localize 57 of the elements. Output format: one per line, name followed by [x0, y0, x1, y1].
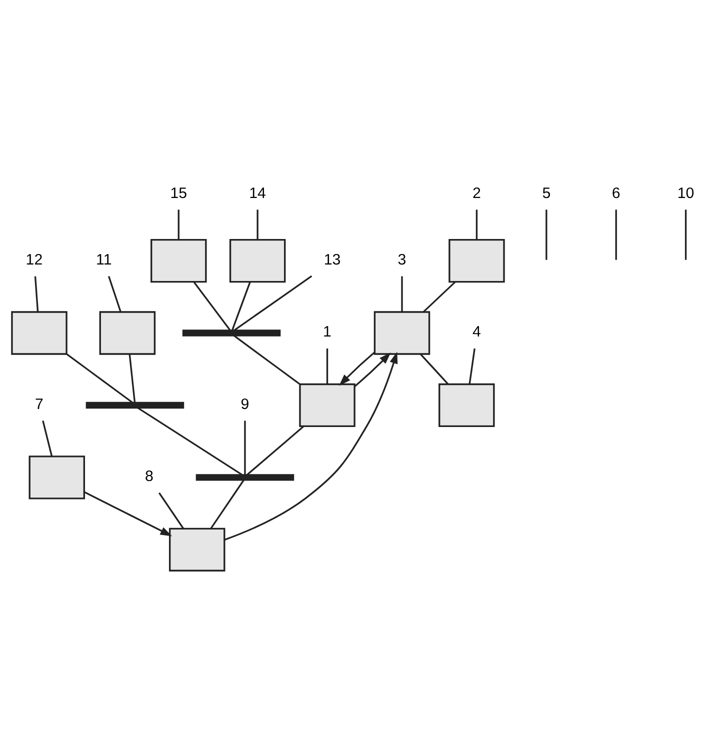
node-box [448, 238, 505, 282]
node-text: 15 [170, 184, 188, 202]
node-text: 9 [240, 395, 250, 412]
node-text: 12 [26, 251, 43, 268]
connector [231, 281, 251, 330]
node-text: 7 [35, 395, 44, 412]
node-box [99, 310, 156, 354]
connector [684, 209, 687, 260]
arrow [84, 490, 172, 536]
connector [256, 209, 258, 240]
node-text: 13 [324, 251, 341, 268]
node-text: 10 [677, 184, 694, 202]
arrow [224, 351, 398, 540]
connector [210, 479, 244, 529]
node-box [229, 238, 286, 282]
node-text: 4 [472, 323, 481, 340]
connector [422, 280, 456, 312]
node-box [299, 382, 356, 427]
connector [234, 274, 312, 331]
connector [615, 209, 617, 260]
arrow [354, 352, 391, 387]
connector [128, 354, 136, 402]
node-box [28, 455, 85, 499]
node-text: 8 [145, 468, 154, 485]
node-text: 2 [472, 184, 481, 202]
connector [178, 209, 180, 240]
node-box [168, 527, 226, 571]
node-box [150, 238, 207, 282]
connector [66, 352, 133, 403]
node-text: 14 [249, 184, 266, 202]
connector [468, 348, 476, 384]
node-text: 3 [398, 251, 406, 268]
node-bar [182, 329, 281, 336]
connector [401, 276, 403, 312]
connector [158, 492, 184, 529]
node-text: 5 [542, 184, 551, 202]
connector [244, 420, 246, 474]
connector [476, 209, 478, 240]
node-text: 6 [612, 184, 620, 202]
node-bar [196, 474, 294, 480]
node-box [11, 310, 68, 354]
connector [34, 276, 39, 312]
arrow [339, 351, 376, 386]
connector [42, 420, 53, 456]
connector [137, 406, 243, 476]
node-text: 11 [96, 251, 112, 268]
node-box [438, 382, 495, 427]
node-box [374, 310, 430, 354]
connector [233, 334, 300, 384]
connector [246, 425, 304, 475]
connector [546, 209, 548, 260]
node-bar [86, 401, 184, 408]
node-text: 1 [323, 323, 332, 340]
connector [326, 348, 328, 384]
connector [420, 353, 449, 384]
connector [193, 281, 231, 330]
connector [108, 276, 122, 312]
